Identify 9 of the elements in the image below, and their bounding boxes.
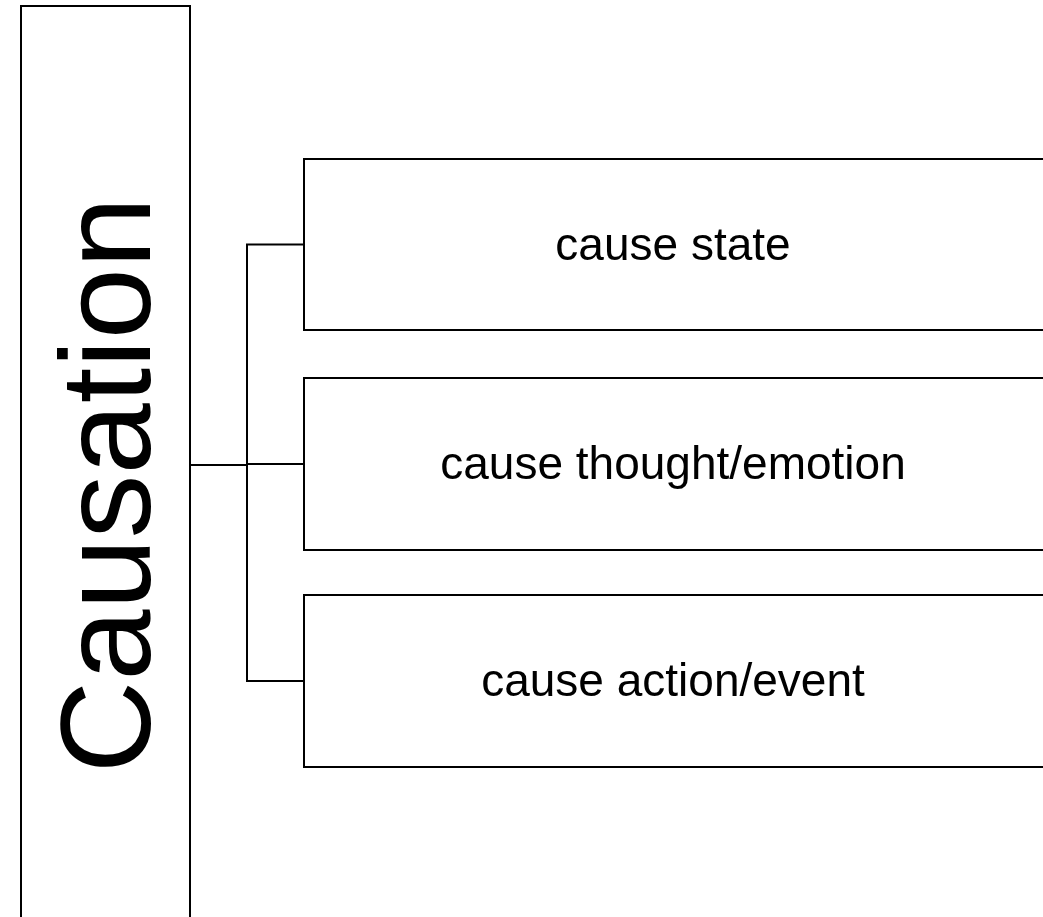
category-label: Causation (32, 196, 178, 774)
subcategory-box (303, 594, 1043, 768)
subcategory-label: cause state (555, 216, 791, 272)
connector-line (190, 464, 304, 682)
subcategory-label: cause thought/emotion (440, 436, 906, 492)
subcategory-box (303, 158, 1043, 331)
subcategory-label: cause action/event (481, 653, 865, 709)
category-box (20, 5, 191, 917)
subcategory-box (303, 377, 1043, 551)
